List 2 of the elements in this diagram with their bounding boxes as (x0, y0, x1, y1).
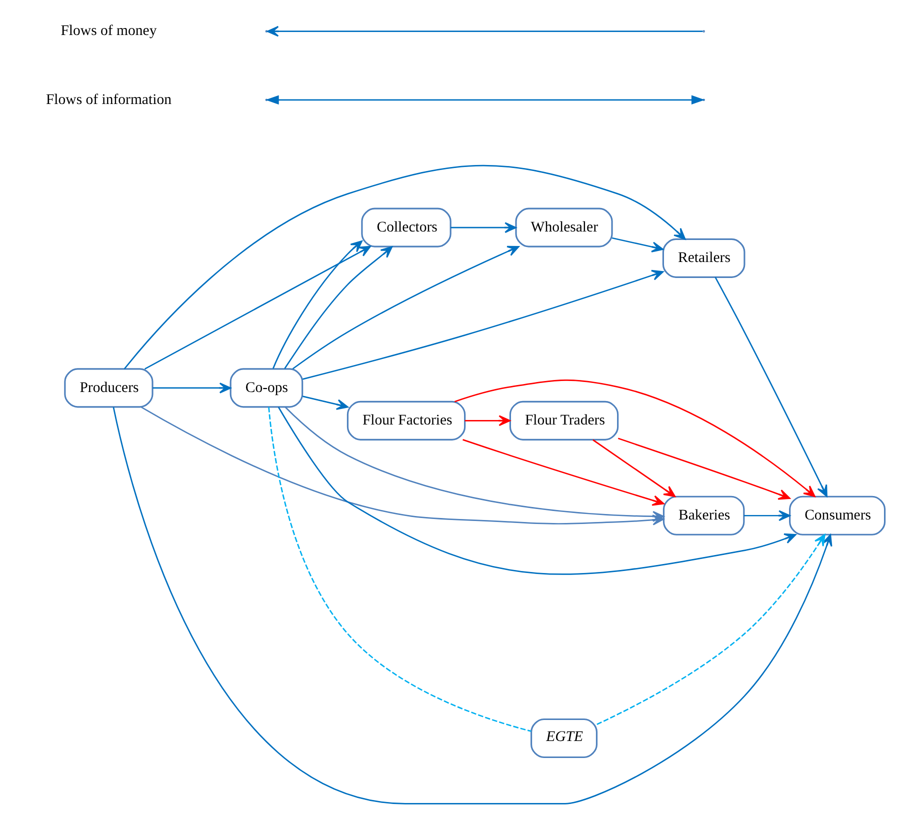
legend-label: Flows of money (60, 23, 157, 40)
legend-label: Flows of information (46, 92, 172, 108)
